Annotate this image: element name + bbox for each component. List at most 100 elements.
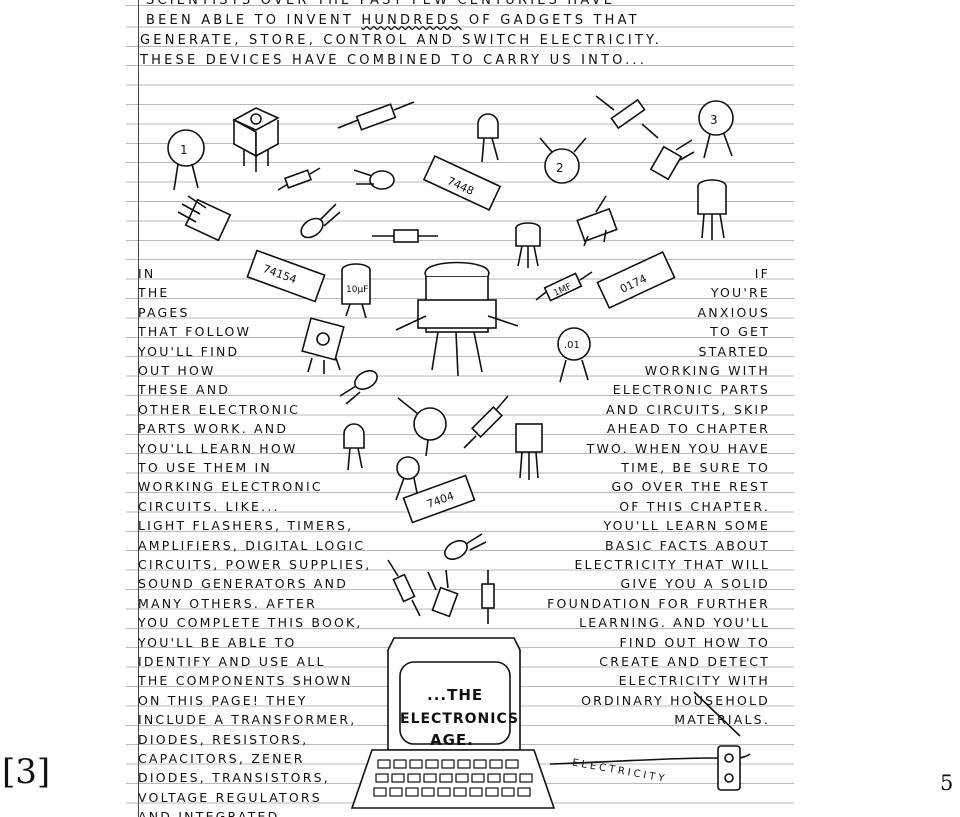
- svg-text:2: 2: [556, 161, 564, 175]
- left-line: ON THIS PAGE! THEY: [138, 692, 308, 708]
- led-5-icon: [444, 533, 487, 560]
- svg-text:10μF: 10μF: [346, 285, 368, 295]
- left-line: INCLUDE A TRANSFORMER,: [138, 712, 357, 728]
- right-line: CREATE AND DETECT: [599, 654, 770, 669]
- toggle-switch-icon: [576, 195, 618, 247]
- left-line: DIODES, TRANSISTORS,: [138, 770, 330, 786]
- disc-capacitor-01-icon: .01: [557, 327, 591, 383]
- led-1-icon: [477, 113, 499, 163]
- electrolytic-capacitor-3-icon: [427, 569, 459, 618]
- left-line: MANY OTHERS. AFTER: [138, 595, 317, 611]
- screen-line-3: AGE.: [430, 731, 474, 749]
- left-line: AMPLIFIERS, DIGITAL LOGIC: [138, 537, 366, 553]
- right-line: ELECTRICITY WITH: [618, 673, 770, 689]
- trimmer-potentiometer-icon: [232, 107, 280, 172]
- intro-line-3: GENERATE, STORE, CONTROL AND SWITCH ELEC…: [140, 33, 662, 48]
- left-line: OUT HOW: [138, 363, 216, 378]
- electrolytic-capacitor-2-icon: 10μF: [341, 263, 371, 319]
- left-line: THE: [138, 285, 170, 301]
- left-line: LIGHT FLASHERS, TIMERS,: [138, 518, 354, 534]
- right-line: STARTED: [698, 343, 770, 359]
- disc-capacitor-3-icon: 3: [698, 100, 734, 159]
- notebook-page: SCIENTISTS OVER THE PAST FEW CENTURIES H…: [126, 0, 794, 817]
- right-line: AHEAD TO CHAPTER: [606, 421, 770, 437]
- diode-3-icon: [387, 559, 421, 617]
- right-line: ORDINARY HOUSEHOLD: [581, 692, 770, 708]
- voltage-regulator-2-icon: [515, 423, 543, 480]
- right-line: MATERIALS.: [674, 712, 770, 728]
- left-line: PARTS WORK. AND: [138, 421, 289, 437]
- left-line: SOUND GENERATORS AND: [138, 576, 349, 592]
- right-line: ANXIOUS: [697, 304, 770, 320]
- ic-chip-7448-icon: 7448: [422, 154, 502, 212]
- left-line: WORKING ELECTRONIC: [138, 479, 323, 495]
- intro-line-2: BEEN ABLE TO INVENT HUNDREDS OF GADGETS …: [146, 13, 640, 28]
- margin-line: [138, 0, 139, 817]
- left-line: DIODES, RESISTORS,: [138, 731, 309, 747]
- svg-text:3: 3: [710, 113, 718, 127]
- cap1-label: 1: [180, 143, 188, 157]
- left-line: CIRCUITS, POWER SUPPLIES,: [138, 557, 372, 572]
- left-line: THAT FOLLOW: [138, 324, 252, 340]
- resistor-3-icon: 1MF: [535, 271, 593, 302]
- trimmer-potentiometer-2-icon: [301, 317, 345, 374]
- resistor-2-icon: [277, 167, 321, 191]
- right-line: FOUNDATION FOR FURTHER: [547, 595, 770, 611]
- right-line: ELECTRICITY THAT WILL: [574, 557, 770, 572]
- right-line: ELECTRONIC PARTS: [612, 382, 770, 398]
- right-line: TO GET: [710, 324, 770, 340]
- resistor-1-icon: [595, 95, 659, 139]
- right-line: IF: [754, 266, 770, 281]
- right-line: YOU'RE: [710, 285, 770, 301]
- disc-capacitor-5-icon: [397, 397, 447, 457]
- right-line: LEARNING. AND YOU'LL: [579, 615, 770, 631]
- disc-capacitor-2-icon: 2: [539, 137, 587, 184]
- left-line: VOLTAGE REGULATORS: [138, 789, 322, 805]
- page-number: 5: [940, 771, 954, 795]
- right-line: GIVE YOU A SOLID: [620, 576, 770, 592]
- transistor-2-icon: [515, 222, 541, 268]
- right-line: AND CIRCUITS, SKIP: [605, 401, 770, 417]
- left-line: TO USE THEM IN: [138, 460, 272, 475]
- right-line: TIME, BE SURE TO: [621, 460, 770, 475]
- right-line: BASIC FACTS ABOUT: [604, 537, 770, 553]
- left-line: YOU'LL FIND: [138, 343, 240, 359]
- diode-1-icon: [337, 101, 415, 131]
- right-line: YOU'LL LEARN SOME: [603, 518, 770, 534]
- disc-capacitor-4-icon: [353, 169, 395, 190]
- screen-line-2: ELECTRONICS: [400, 711, 519, 727]
- disc-capacitor-6-icon: [395, 456, 420, 501]
- voltage-regulator-1-icon: [177, 195, 232, 242]
- right-line: WORKING WITH: [644, 363, 770, 378]
- left-line: IDENTIFY AND USE ALL: [138, 654, 326, 669]
- left-line: THE COMPONENTS SHOWN: [138, 673, 353, 689]
- led-4-icon: [343, 423, 365, 471]
- left-line: AND INTEGRATED: [138, 809, 280, 817]
- left-line: YOU'LL BE ABLE TO: [138, 634, 297, 650]
- left-line: IN: [138, 266, 156, 281]
- right-line: FIND OUT HOW TO: [619, 634, 770, 650]
- right-line: TWO. WHEN YOU HAVE: [586, 440, 770, 456]
- screen-line-1: ...THE: [427, 686, 483, 704]
- left-line: YOU'LL LEARN HOW: [138, 440, 298, 456]
- svg-text:.01: .01: [564, 340, 580, 351]
- right-line: OF THIS CHAPTER.: [619, 498, 770, 514]
- left-line: CAPACITORS, ZENER: [138, 751, 305, 766]
- led-2-icon: [300, 203, 341, 239]
- disc-capacitor-1-icon: 1: [167, 129, 205, 191]
- intro-line-1: SCIENTISTS OVER THE PAST FEW CENTURIES H…: [146, 0, 616, 8]
- left-line: CIRCUITS. LIKE...: [138, 498, 280, 514]
- resistor-4-icon: [463, 395, 509, 449]
- computer-terminal-icon: [350, 637, 556, 809]
- right-line: GO OVER THE REST: [611, 479, 770, 495]
- left-line: YOU COMPLETE THIS BOOK,: [138, 615, 363, 631]
- diode-4-icon: [481, 570, 495, 624]
- led-3-icon: [339, 370, 378, 405]
- reference-mark: [3]: [2, 752, 51, 792]
- components-illustration: 1: [167, 95, 751, 809]
- transformer-icon: [395, 261, 519, 377]
- transistor-1-icon: [697, 179, 727, 240]
- diode-2-icon: [372, 229, 438, 243]
- left-line: THESE AND: [138, 382, 231, 398]
- hundreds-word: HUNDREDS: [361, 13, 462, 28]
